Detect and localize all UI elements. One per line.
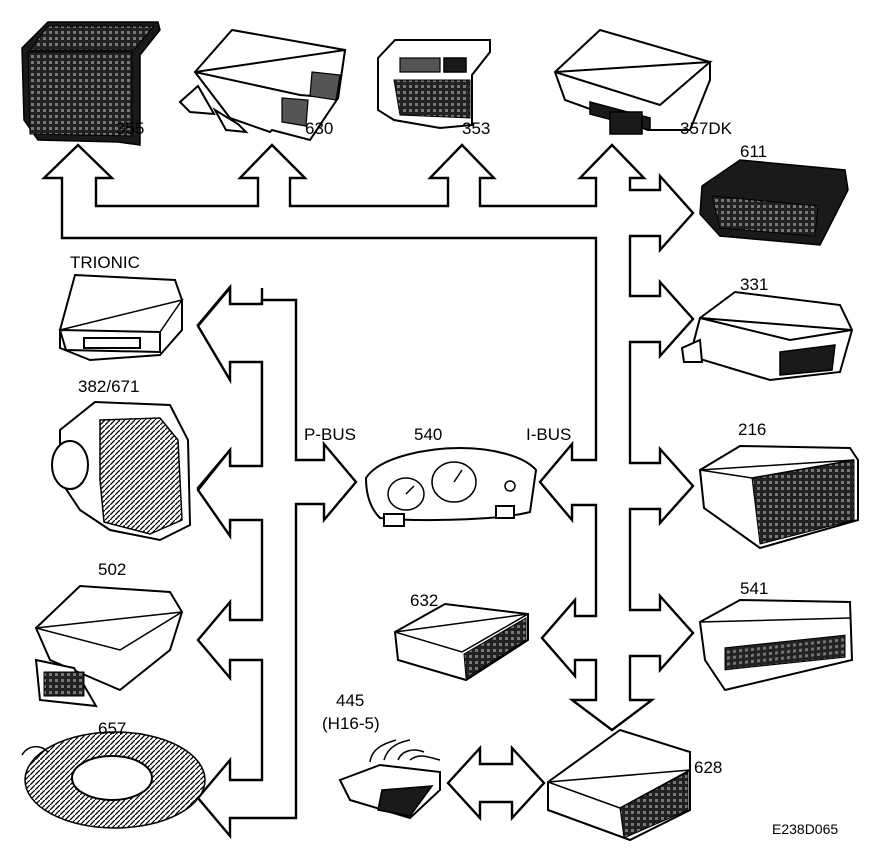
module-353: 353 (377, 39, 491, 138)
i-bus-outer-line (41, 143, 695, 732)
label-p-bus: P-BUS (304, 425, 356, 444)
label-445: 445 (336, 691, 364, 710)
module-540: 540 (364, 425, 538, 527)
label-216: 216 (738, 420, 766, 439)
module-355: 355 (21, 21, 161, 146)
label-540: 540 (414, 425, 442, 444)
label-331: 331 (740, 275, 768, 294)
module-331: 331 (680, 275, 854, 382)
label-502: 502 (98, 560, 126, 579)
module-611: 611 (699, 142, 849, 246)
label-445-sub: (H16-5) (322, 714, 380, 733)
module-657: 657 (21, 719, 206, 829)
label-630: 630 (305, 119, 333, 138)
module-357dk: 357DK (553, 28, 733, 138)
label-611: 611 (740, 142, 767, 161)
p-bus-main (196, 284, 358, 840)
label-353: 353 (462, 119, 490, 138)
module-445: 445 (H16-5) (322, 691, 441, 820)
label-355: 355 (116, 119, 144, 138)
label-632: 632 (410, 591, 438, 610)
module-630: 630 (178, 28, 347, 142)
label-541: 541 (740, 579, 768, 598)
module-541: 541 (698, 579, 854, 692)
label-382-671: 382/671 (78, 377, 139, 396)
label-628: 628 (694, 758, 722, 777)
label-i-bus: I-BUS (526, 425, 571, 444)
module-216: 216 (698, 420, 859, 550)
label-trionic: TRIONIC (70, 253, 140, 272)
module-632: 632 (393, 591, 529, 682)
module-502: 502 (34, 560, 184, 708)
arrow-445-628 (446, 744, 546, 822)
label-657: 657 (98, 719, 126, 738)
diagram-code: E238D065 (772, 821, 838, 837)
p-bus-network (196, 283, 358, 840)
module-382-671: 382/671 (51, 377, 192, 542)
i-bus-network (41, 143, 695, 732)
module-628: 628 (547, 728, 722, 842)
module-trionic: TRIONIC (58, 253, 184, 362)
label-357dk: 357DK (680, 119, 733, 138)
